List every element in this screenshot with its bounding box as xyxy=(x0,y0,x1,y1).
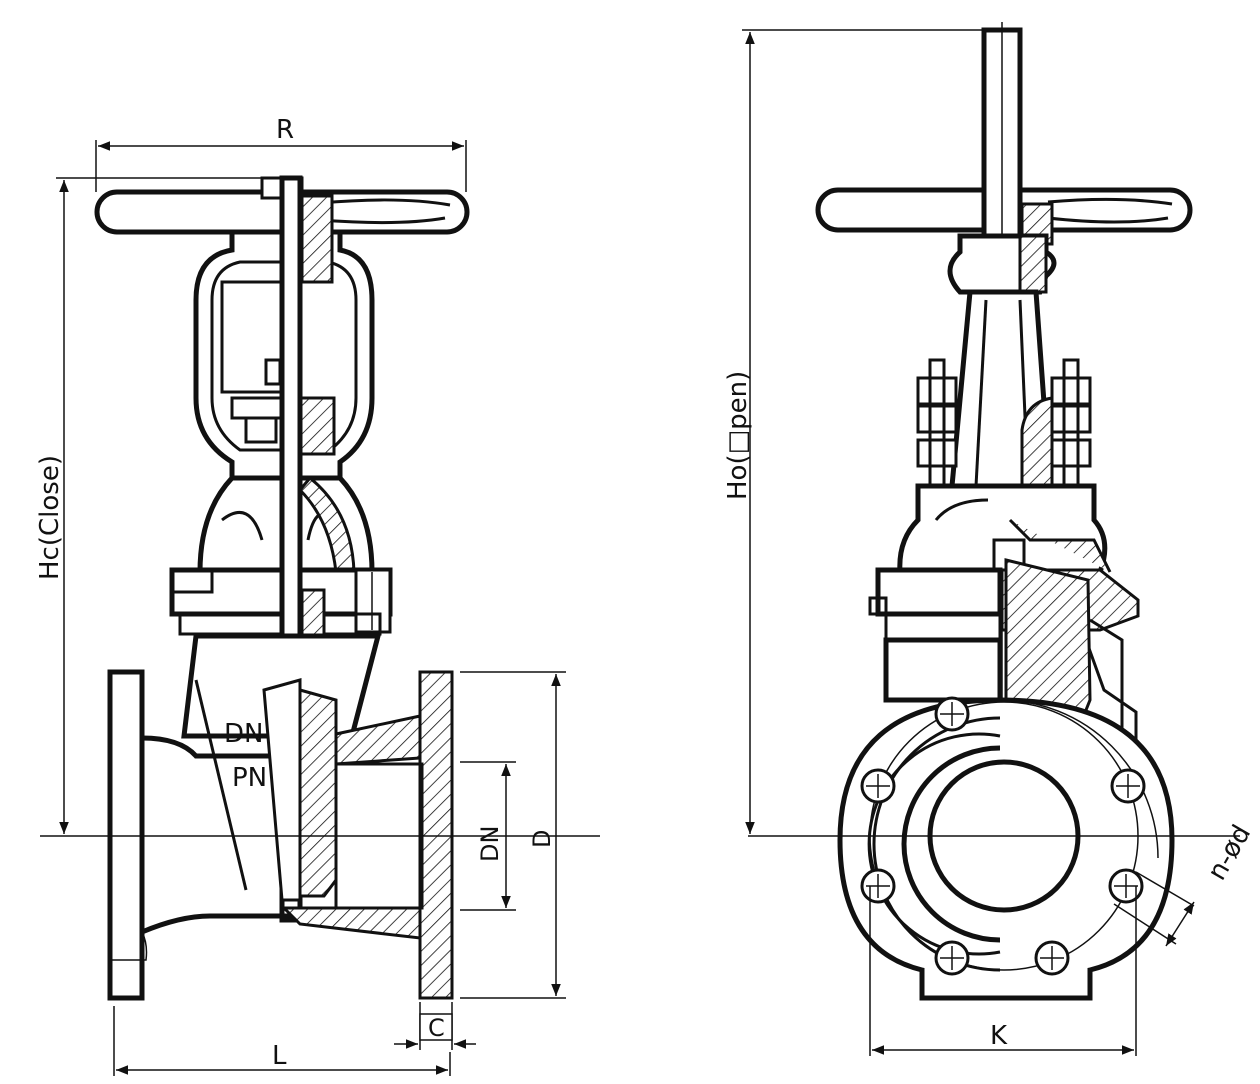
dimension-DN-label: DN xyxy=(476,826,504,862)
dimension-Hc: Hc(Close) xyxy=(35,177,262,834)
end-flange-right xyxy=(837,697,1175,1001)
bolt-hole-4 xyxy=(934,940,970,976)
dimension-D-label: D xyxy=(528,830,556,848)
dimension-Ho-label: Ho(□pen) xyxy=(723,371,753,500)
left-view: DN PN R Hc(Close) DN D xyxy=(35,115,600,1076)
dimension-K-label: K xyxy=(990,1021,1008,1051)
pn-marker-label: PN xyxy=(232,763,267,793)
bonnet-studs-right xyxy=(916,358,1092,522)
bolt-hole-5 xyxy=(1034,940,1070,976)
dimension-C-label: C xyxy=(428,1014,445,1042)
dimension-D: D xyxy=(460,671,566,999)
bolt-hole-1 xyxy=(934,696,970,732)
bolt-hole-6 xyxy=(1108,868,1144,904)
dimension-DN: DN xyxy=(460,761,516,911)
dimension-R: R xyxy=(95,115,467,192)
dimension-K: K xyxy=(869,886,1137,1056)
dn-marker-label: DN xyxy=(224,719,263,749)
dimension-Hc-label: Hc(Close) xyxy=(35,455,65,580)
dimension-R-label: R xyxy=(276,115,294,145)
dn-pn-leader-line xyxy=(194,679,248,891)
body-left xyxy=(107,633,454,1001)
dimension-C: C xyxy=(394,1002,476,1050)
bolt-hole-7 xyxy=(1110,768,1146,804)
right-view: Ho(□pen) n-ød K xyxy=(723,22,1257,1056)
dimension-L-label: L xyxy=(272,1041,287,1071)
dimension-Ho: Ho(□pen) xyxy=(723,29,984,834)
yoke-nut-right xyxy=(947,233,1057,295)
bolt-hole-3 xyxy=(860,868,896,904)
dimension-n-d-label: n-ød xyxy=(1202,820,1257,885)
bonnet-flange-right xyxy=(868,567,1140,642)
bolt-hole-2 xyxy=(860,768,896,804)
dimension-L: L xyxy=(113,1006,451,1076)
